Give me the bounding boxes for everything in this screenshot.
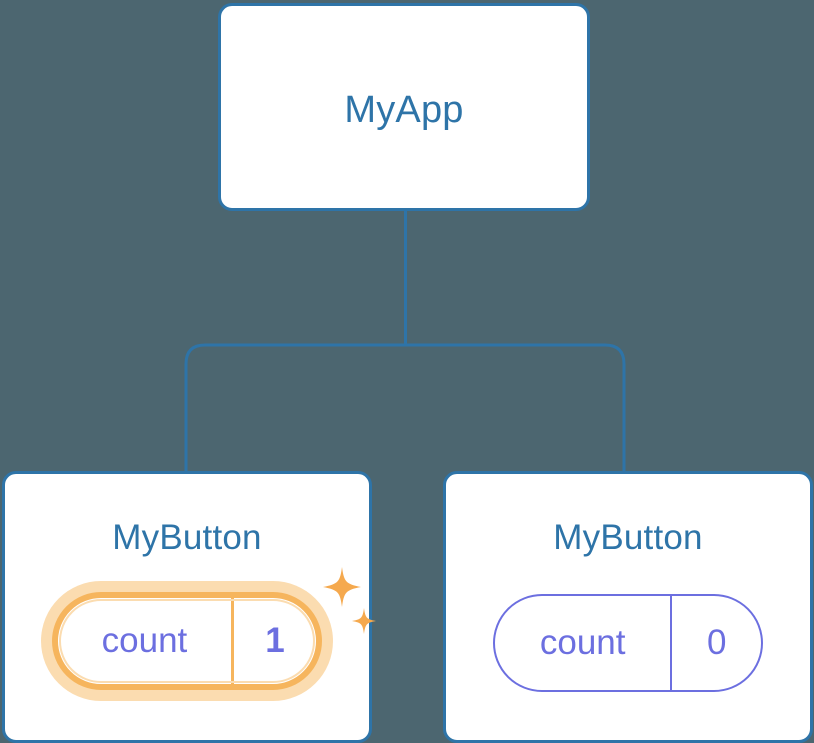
component-title-myapp: MyApp xyxy=(344,89,464,131)
state-pill-right[interactable]: count 0 xyxy=(493,594,763,692)
component-title-mybutton-right: MyButton xyxy=(553,518,703,557)
connector-branch-left xyxy=(184,343,406,472)
state-pill-left-wrapper: count 1 xyxy=(41,567,376,701)
component-card-myapp[interactable]: MyApp xyxy=(218,3,590,211)
sparkle-small-icon xyxy=(352,608,376,634)
state-value-right: 0 xyxy=(706,623,727,662)
component-card-mybutton-right[interactable]: MyButton count 0 xyxy=(443,471,813,743)
state-key-right: count xyxy=(495,596,673,690)
state-key-left: count xyxy=(58,598,234,684)
state-pill-left-highlight: count 1 xyxy=(41,567,376,701)
connector-branch-right xyxy=(405,343,626,472)
component-card-mybutton-left[interactable]: MyButton count 1 xyxy=(2,471,376,743)
state-pill-left[interactable]: count 1 xyxy=(52,592,322,690)
component-title-mybutton-left: MyButton xyxy=(112,518,262,557)
state-value-left: 1 xyxy=(265,621,285,660)
sparkle-large-icon xyxy=(323,567,361,607)
state-pill-right-wrapper: count 0 xyxy=(493,594,763,692)
